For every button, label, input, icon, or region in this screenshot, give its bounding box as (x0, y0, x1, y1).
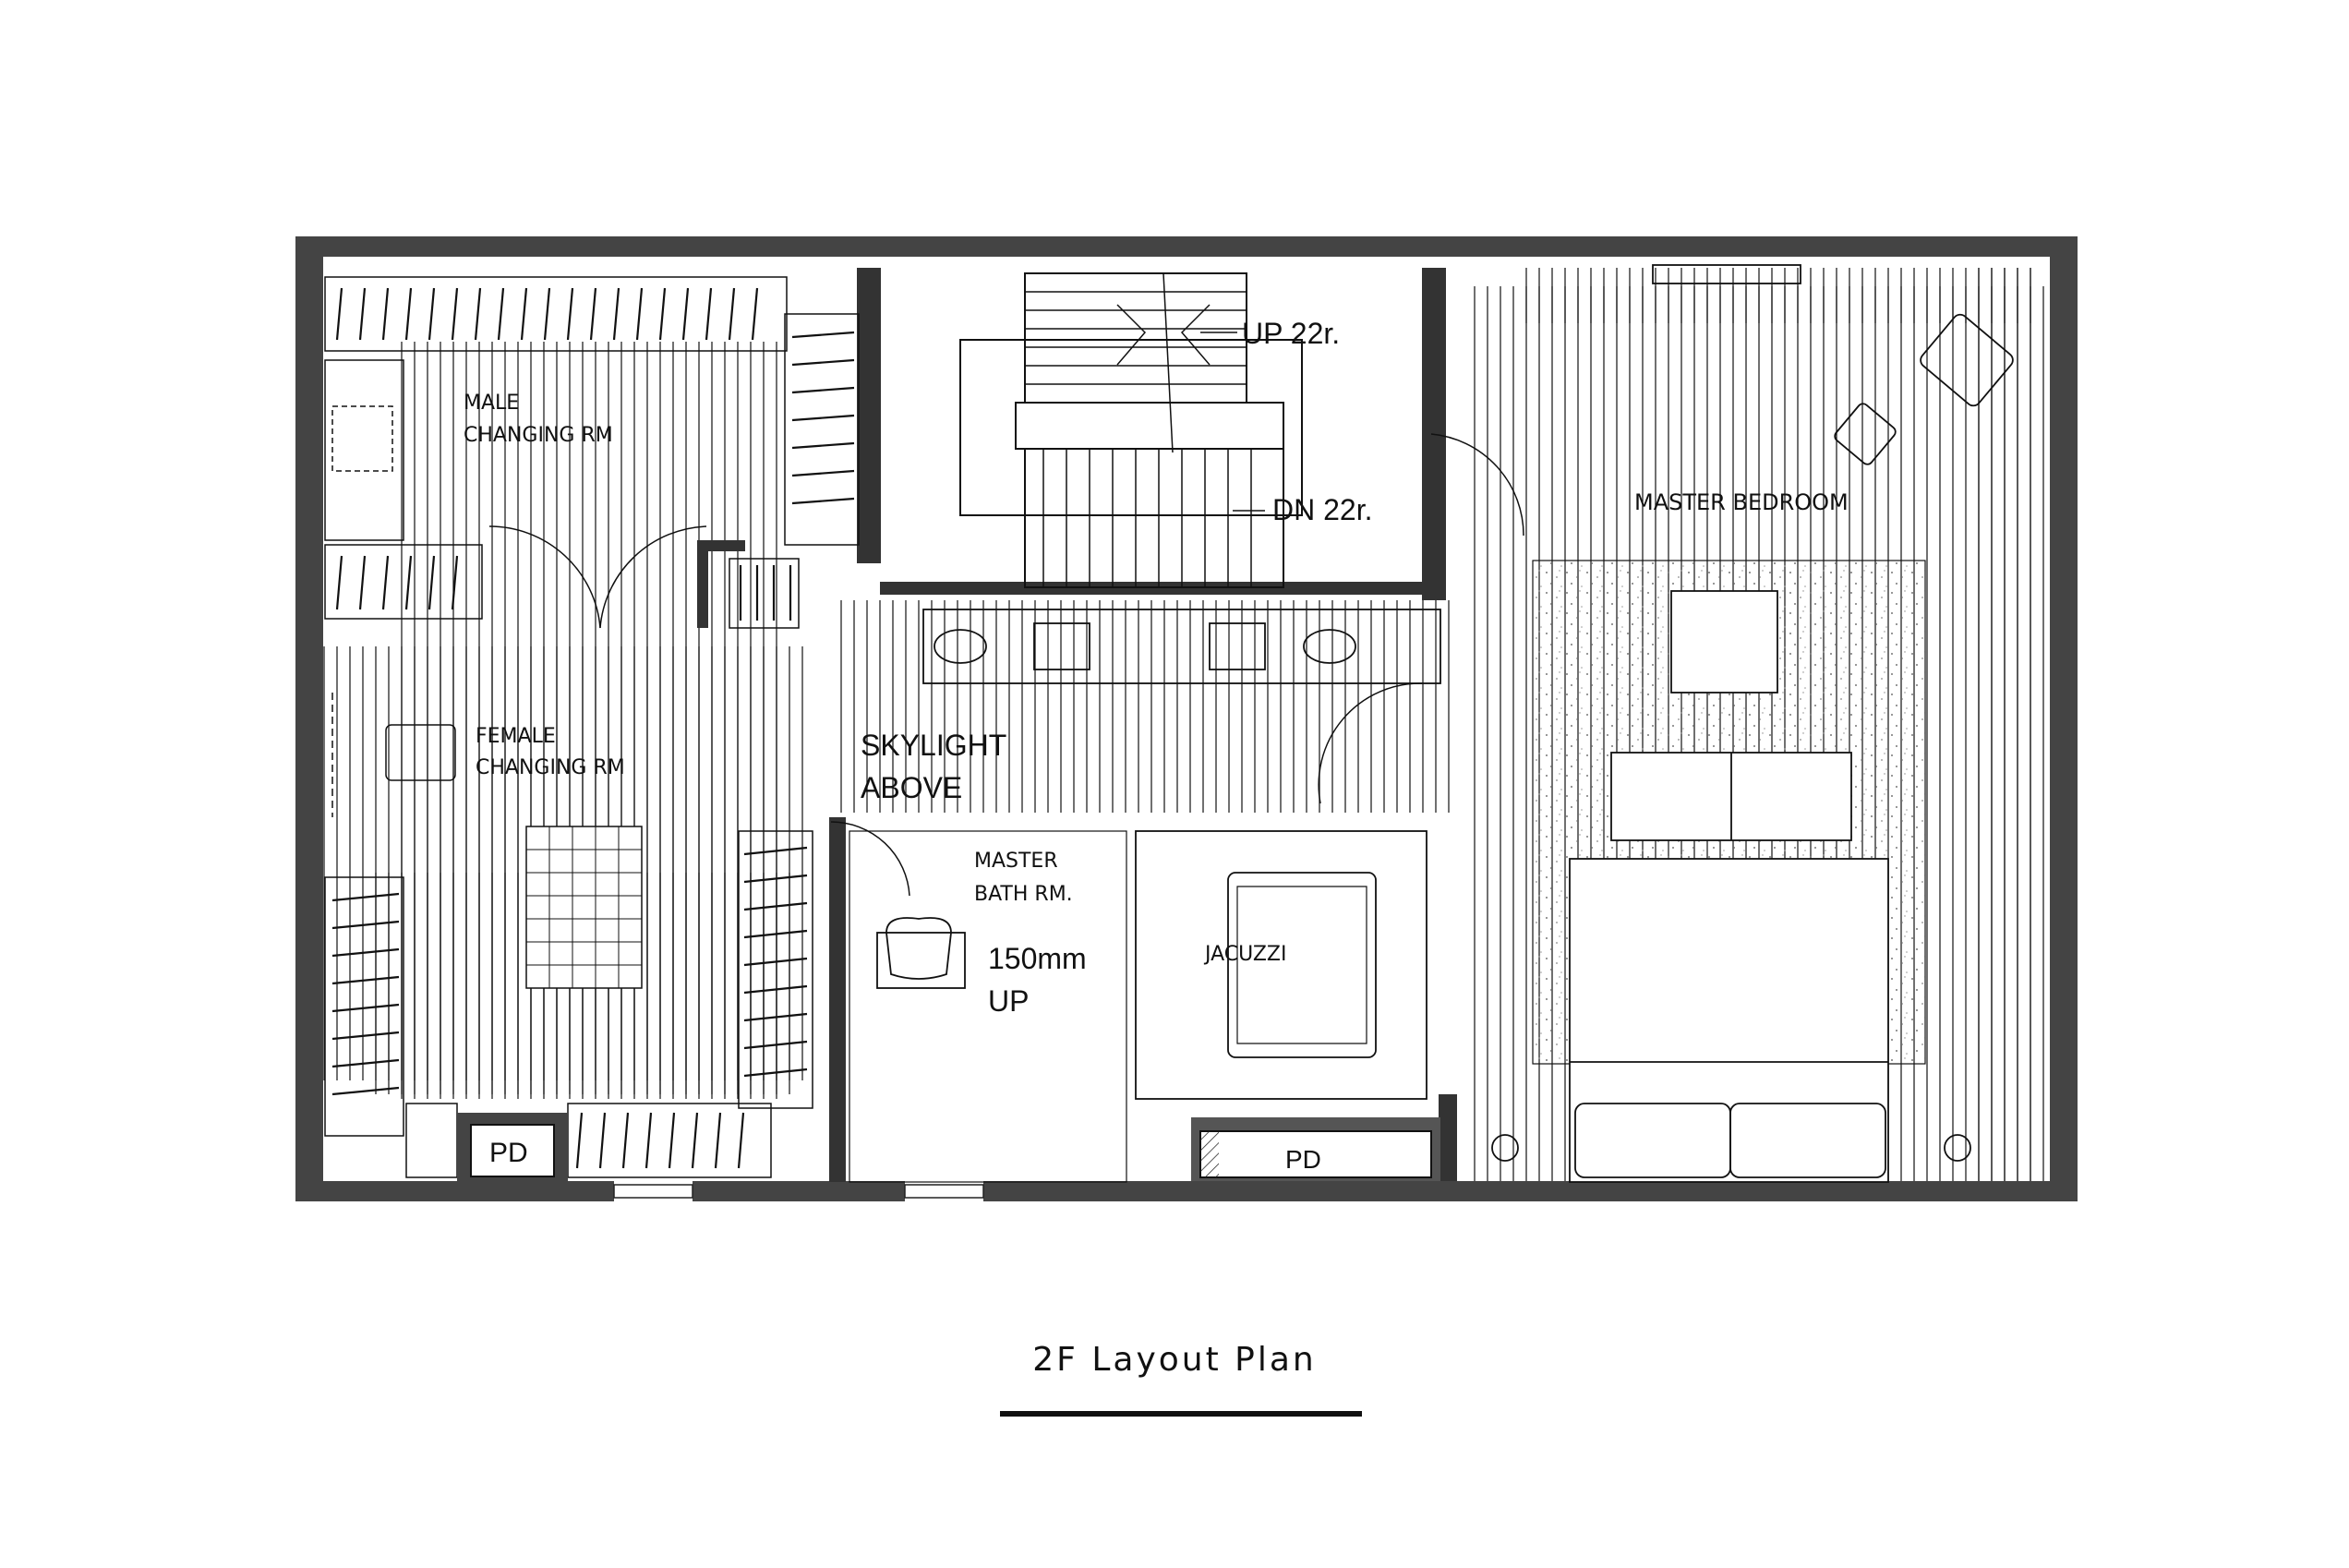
label-master-bath: MASTER (974, 850, 1058, 873)
pd-shaft-right (1191, 1117, 1440, 1181)
bedroom-furniture (1491, 264, 2014, 1183)
label-master-bath: BATH RM. (974, 883, 1073, 906)
master-bath-fixtures (849, 609, 1441, 1183)
changing-room-furniture (324, 359, 643, 989)
room-labels: MALE CHANGING RM FEMALE CHANGING RM MAST… (464, 317, 1849, 1174)
label-stair-up: UP 22r. (1242, 317, 1340, 350)
pd-shaft-left (457, 1113, 568, 1181)
exterior-walls (295, 236, 2078, 1201)
doors (488, 433, 1524, 897)
wardrobes (324, 276, 860, 1178)
staircase (959, 272, 1303, 588)
label-pd-left: PD (489, 1138, 528, 1168)
label-step: 150mm (988, 942, 1087, 975)
label-stair-down: DN 22r. (1272, 493, 1372, 526)
label-pd-right: PD (1285, 1145, 1321, 1174)
plan-title: 2F Layout Plan (1032, 1341, 1317, 1379)
label-female-changing: FEMALE (476, 725, 556, 748)
label-jacuzzi: JACUZZI (1203, 943, 1286, 966)
label-step: UP (988, 984, 1029, 1018)
title-underline (1000, 1411, 1362, 1417)
label-master-bedroom: MASTER BEDROOM (1634, 489, 1849, 515)
label-skylight: ABOVE (861, 771, 962, 804)
label-skylight: SKYLIGHT (861, 729, 1006, 762)
label-male-changing: MALE (464, 392, 519, 415)
label-male-changing: CHANGING RM (464, 424, 613, 447)
label-female-changing: CHANGING RM (476, 756, 625, 779)
